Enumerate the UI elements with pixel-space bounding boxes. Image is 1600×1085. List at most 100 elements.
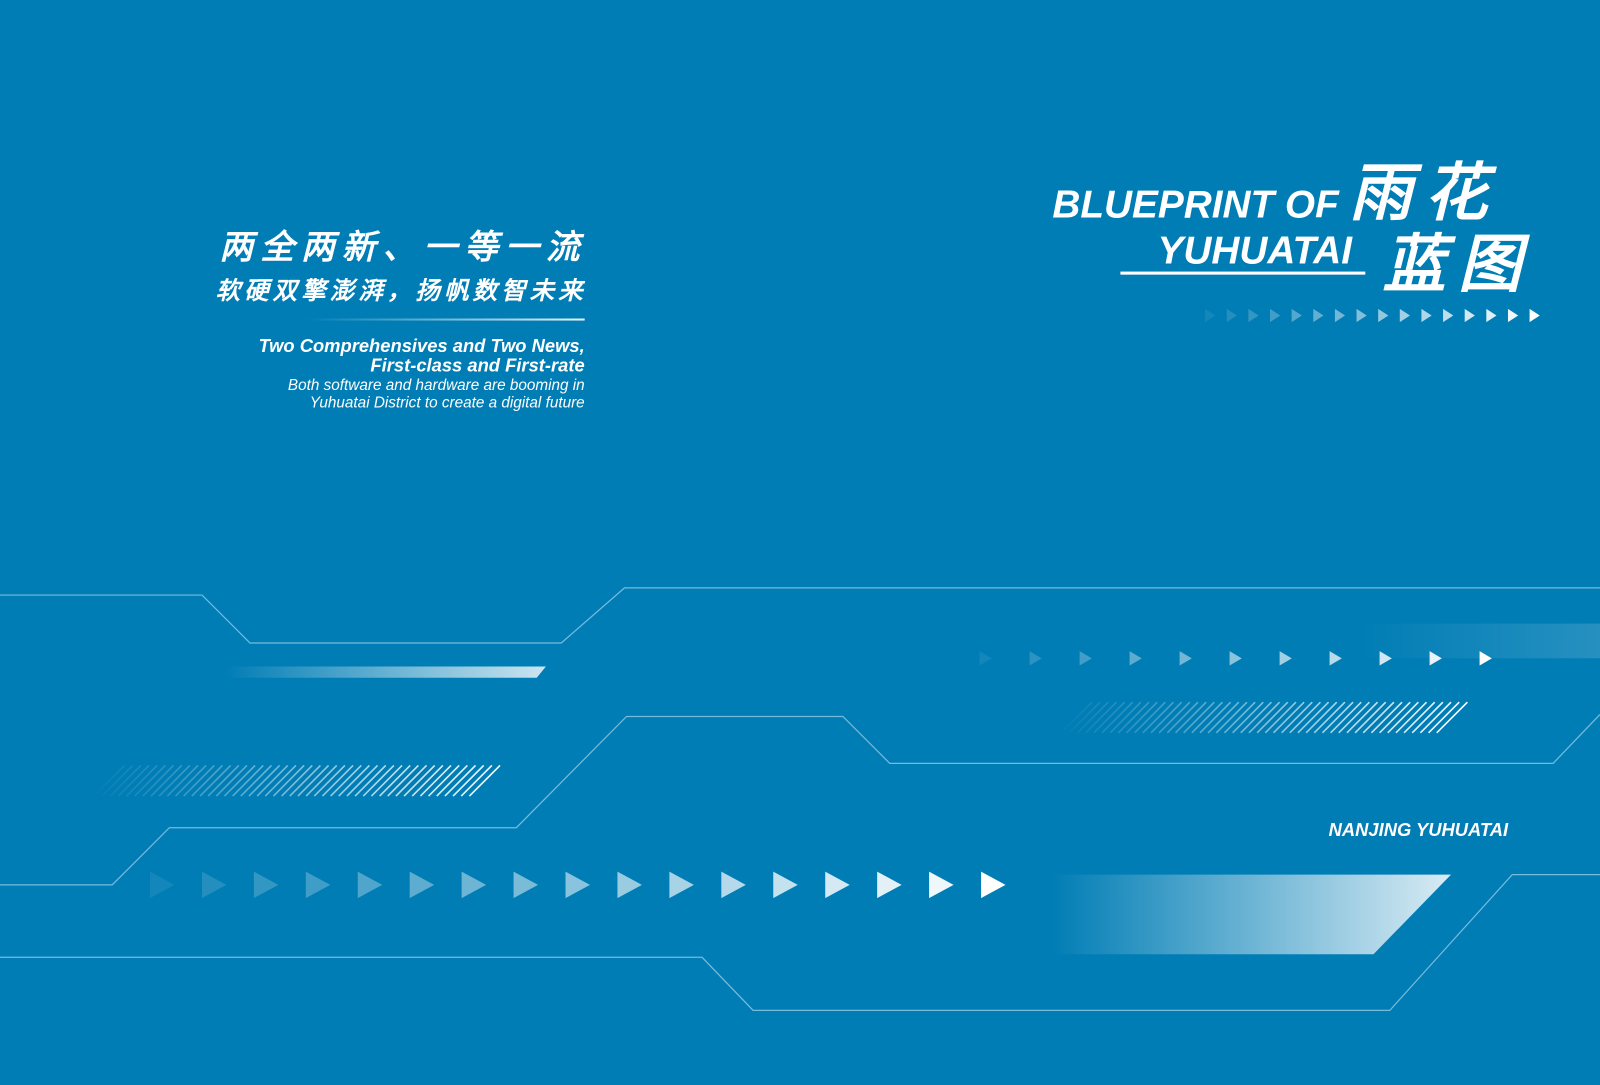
hatch-stroke (1370, 701, 1403, 734)
hatch-stroke (1101, 701, 1134, 734)
circuit-lines (0, 587, 1600, 1011)
hatch-stroke (289, 764, 321, 797)
arrow-triangle-icon (929, 871, 954, 899)
hatch-stroke (1411, 701, 1444, 734)
arrow-triangle-icon (1486, 308, 1497, 323)
arrow-triangle-icon (1229, 651, 1242, 666)
arrow-triangle-icon (1507, 308, 1519, 323)
hatch-pattern-left (93, 764, 501, 797)
hatch-stroke (1068, 701, 1101, 734)
hatch-stroke (1321, 701, 1354, 734)
hatch-stroke (125, 764, 158, 797)
arrow-triangle-icon (1479, 651, 1492, 666)
arrow-triangle-icon (1205, 308, 1216, 323)
arrow-triangle-icon (409, 871, 435, 899)
hatch-stroke (1134, 701, 1166, 734)
hatch-stroke (1313, 701, 1346, 734)
hatch-stroke (370, 764, 403, 797)
slogan-cn-line2: 软硬双擎澎湃，扬帆数智未来 (216, 276, 587, 305)
hatch-stroke (1199, 701, 1232, 734)
hatch-stroke (215, 764, 248, 797)
hatch-stroke (1330, 701, 1362, 734)
hatch-stroke (1150, 701, 1183, 734)
hatch-stroke (444, 764, 477, 797)
hatch-stroke (1256, 701, 1289, 734)
hatch-stroke (436, 764, 468, 797)
hatch-stroke (1183, 701, 1215, 734)
hatch-stroke (1109, 701, 1142, 734)
arrow-triangle-icon (1279, 651, 1292, 666)
arrow-row-middle (979, 651, 1492, 666)
hatch-stroke (1223, 701, 1256, 734)
hatch-stroke (142, 764, 175, 797)
arrow-triangle-icon (1248, 308, 1259, 323)
arrow-triangle-icon (1429, 651, 1442, 666)
hatch-stroke (1240, 701, 1273, 734)
arrow-triangle-icon (1334, 308, 1346, 323)
arrow-triangle-icon (461, 871, 487, 899)
hatch-stroke (1207, 701, 1240, 734)
hatch-stroke (158, 764, 191, 797)
arrow-triangle-icon (1329, 651, 1342, 666)
gradient-bar-left (224, 666, 546, 678)
arrow-triangle-icon (1226, 308, 1237, 323)
arrow-triangle-icon (1529, 308, 1540, 323)
hatch-stroke (223, 764, 256, 797)
arrow-triangle-icon (253, 871, 279, 899)
arrow-triangle-icon (201, 871, 227, 899)
arrow-triangle-icon (1379, 651, 1392, 666)
hatch-stroke (427, 764, 460, 797)
slogan-cn-line1: 两全两新、一等一流 (220, 227, 587, 266)
hatch-stroke (452, 764, 485, 797)
hatch-stroke (297, 764, 330, 797)
arrow-triangle-icon (1378, 308, 1389, 323)
hatch-stroke (1346, 701, 1379, 734)
hatch-stroke (313, 764, 346, 797)
hatch-stroke (109, 764, 142, 797)
arrow-triangle-icon (721, 871, 746, 899)
hatch-stroke (101, 764, 134, 797)
arrow-triangle-icon (1129, 651, 1142, 666)
hatch-stroke (419, 764, 452, 797)
hatch-stroke (150, 764, 183, 797)
hatch-stroke (468, 764, 501, 797)
decorative-band (1357, 623, 1600, 659)
hatch-stroke (199, 764, 232, 797)
divider-rule (306, 318, 585, 321)
hatch-stroke (321, 764, 354, 797)
arrow-triangle-icon (513, 871, 539, 899)
arrow-triangle-icon (1079, 651, 1092, 666)
hatch-stroke (1264, 701, 1297, 734)
circuit-line-middle (0, 714, 1600, 886)
arrow-triangle-icon (877, 871, 902, 899)
hatch-stroke (1158, 701, 1191, 734)
hatch-stroke (1297, 701, 1330, 734)
title-en-line2: YUHUATAI (1158, 229, 1354, 272)
hatch-stroke (1060, 701, 1093, 734)
hatch-stroke (354, 764, 387, 797)
slogan-en-line1: Two Comprehensives and Two News, (259, 335, 585, 356)
title-cn-line2: 蓝图 (1383, 227, 1534, 301)
hatch-stroke (403, 764, 436, 797)
hatch-stroke (272, 764, 305, 797)
slogan-en-line3: Both software and hardware are booming i… (288, 377, 585, 394)
arrow-triangle-icon (565, 871, 590, 899)
hatch-stroke (1403, 701, 1436, 734)
arrow-triangle-icon (1421, 308, 1432, 323)
arrow-triangle-icon (1356, 308, 1367, 323)
hatch-stroke (1085, 701, 1117, 734)
hatch-stroke (305, 764, 338, 797)
hatch-stroke (1174, 701, 1207, 734)
arrow-triangle-icon (981, 871, 1006, 899)
hatch-stroke (1354, 701, 1387, 734)
hatch-stroke (1215, 701, 1248, 734)
hatch-stroke (1289, 701, 1321, 734)
arrow-triangle-icon (357, 871, 383, 899)
arrow-triangle-icon (1291, 308, 1302, 323)
title-underline (1120, 271, 1366, 275)
hatch-stroke (281, 764, 313, 797)
hatch-stroke (1387, 701, 1419, 734)
hatch-stroke (183, 764, 215, 797)
hatch-stroke (1191, 701, 1224, 734)
hatch-stroke (1142, 701, 1175, 734)
